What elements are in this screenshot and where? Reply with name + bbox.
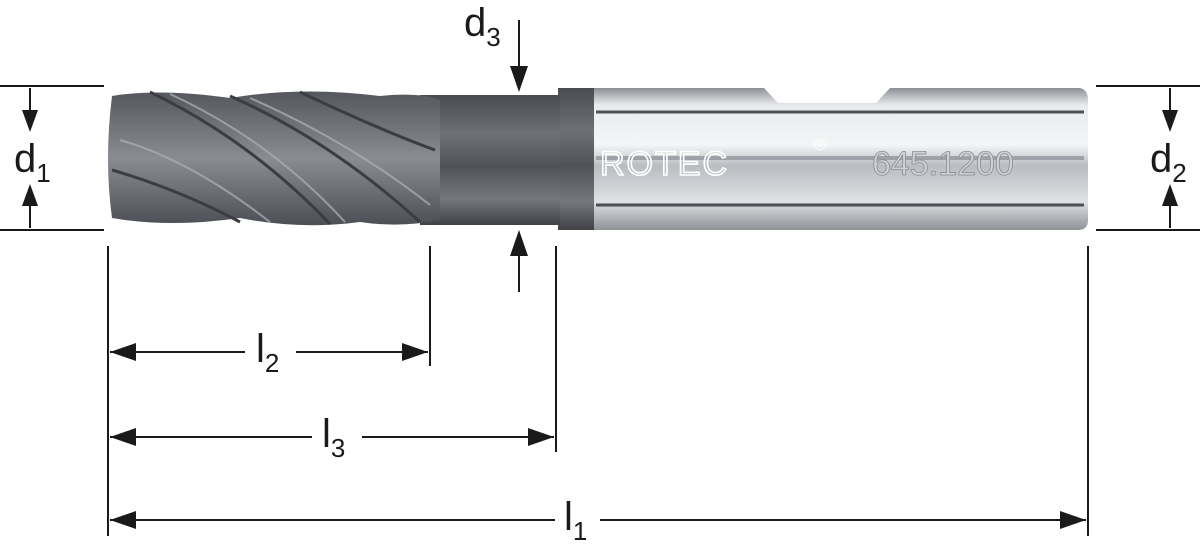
arrow-up-icon [510, 230, 528, 256]
dimension-d1: d1 [0, 85, 104, 231]
part-number: 645.1200 [872, 145, 1014, 183]
flute-helix [111, 90, 436, 226]
dimension-l3: l3 [110, 412, 554, 463]
collar [558, 88, 594, 230]
arrow-right-icon [402, 343, 428, 361]
dimension-l1: l1 [110, 495, 1086, 546]
label-l3: l3 [322, 412, 345, 463]
label-l2: l2 [256, 327, 279, 378]
arrow-left-icon [110, 511, 136, 529]
arrow-right-icon [528, 428, 554, 446]
flutes [108, 91, 440, 226]
neck [420, 95, 560, 225]
arrow-right-icon [1060, 511, 1086, 529]
brand-logo: ROTEC [600, 145, 729, 183]
arrow-left-icon [110, 428, 136, 446]
dimension-d3: d3 [464, 1, 528, 292]
label-d3: d3 [464, 1, 501, 52]
label-l1: l1 [564, 495, 587, 546]
arrow-down-icon [22, 110, 38, 132]
arrow-left-icon [110, 343, 136, 361]
registered-mark: ® [814, 137, 826, 154]
label-d1: d1 [14, 137, 51, 188]
dimension-l2: l2 [110, 327, 428, 378]
extension-lines [107, 246, 1089, 536]
label-d2: d2 [1150, 137, 1187, 188]
arrow-down-icon [1162, 110, 1178, 132]
dimension-d2: d2 [1096, 85, 1200, 231]
arrow-down-icon [510, 66, 528, 92]
end-mill-tool: ROTEC ® 645.1200 [108, 88, 1088, 230]
arrow-up-icon [1162, 184, 1178, 206]
arrow-up-icon [22, 184, 38, 206]
